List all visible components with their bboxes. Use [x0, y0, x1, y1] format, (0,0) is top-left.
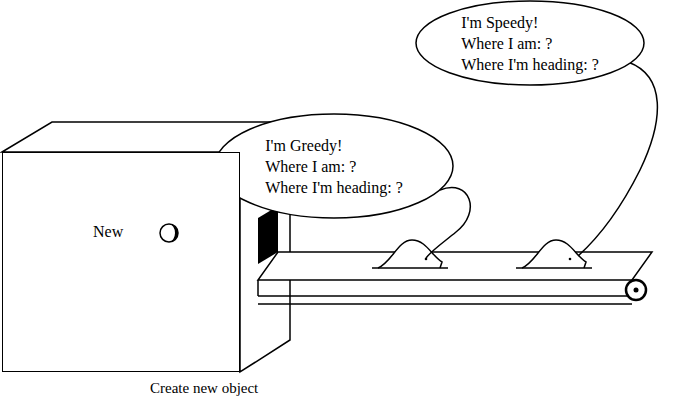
bubble-content: I'm Speedy!Where I am: ?Where I'm headin…	[415, 0, 645, 86]
conveyor-roller	[626, 280, 646, 300]
bubble-text: I'm Speedy!	[461, 12, 598, 33]
speech-tail	[578, 62, 657, 256]
bubble-text-block: I'm Speedy!Where I am: ?Where I'm headin…	[461, 12, 598, 75]
bubble-text: Where I'm heading: ?	[265, 177, 402, 198]
speech-bubble: I'm Greedy!Where I am: ?Where I'm headin…	[214, 113, 454, 219]
conveyor-edge	[258, 295, 632, 297]
bubble-content: I'm Greedy!Where I am: ?Where I'm headin…	[214, 113, 454, 219]
new-button	[160, 224, 178, 242]
button-label: New	[93, 221, 123, 242]
bubble-text: I'm Greedy!	[265, 135, 402, 156]
mouse	[522, 240, 586, 268]
mouse	[378, 240, 442, 268]
mouse-eye	[425, 258, 428, 261]
roller-axle	[634, 288, 639, 293]
bubble-text: Where I'm heading: ?	[461, 54, 598, 75]
bubble-text: Where I am: ?	[265, 156, 402, 177]
conveyor-top	[258, 252, 652, 280]
caption-label: Create new object	[150, 380, 258, 397]
speech-tail	[426, 187, 470, 258]
machine-box: New	[2, 152, 240, 372]
speech-bubble: I'm Speedy!Where I am: ?Where I'm headin…	[415, 0, 645, 86]
conveyor-edge	[257, 280, 259, 296]
mouse-base	[516, 267, 592, 269]
bubble-ellipse	[416, 1, 644, 85]
bubble-text: Where I am: ?	[461, 33, 598, 54]
conveyor-edge	[258, 303, 632, 305]
mouse-base	[372, 267, 448, 269]
mouse-eye	[569, 258, 572, 261]
bubble-ellipse	[215, 114, 453, 218]
button-shade	[169, 224, 178, 242]
bubble-text-block: I'm Greedy!Where I am: ?Where I'm headin…	[265, 135, 402, 198]
button-graphic	[149, 213, 189, 253]
